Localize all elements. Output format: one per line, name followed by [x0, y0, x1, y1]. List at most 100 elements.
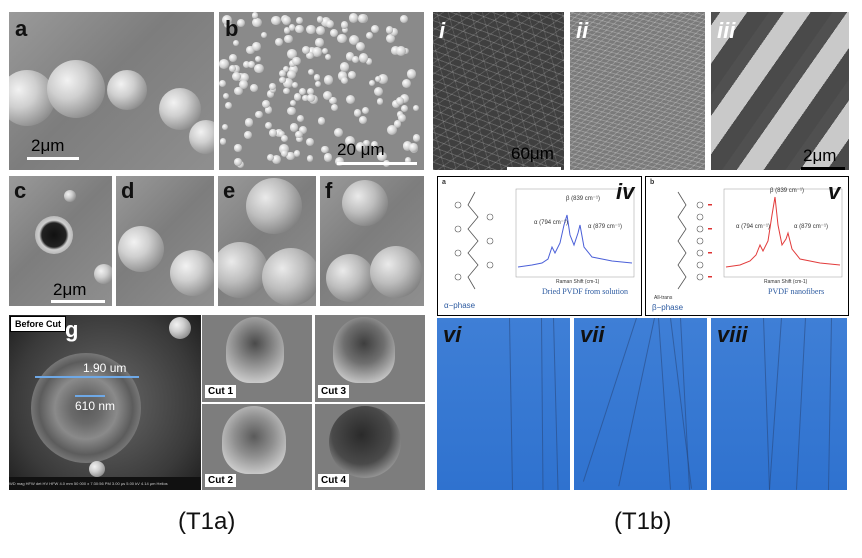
- panel-label: a: [15, 16, 28, 41]
- figure-caption: (T1b): [614, 508, 672, 535]
- microsphere: [233, 157, 242, 166]
- microsphere: [399, 14, 409, 24]
- microsphere: [250, 84, 258, 93]
- microsphere: [315, 38, 324, 47]
- panel-iv: a α−phase α (794 cm⁻¹) β (839 cm⁻¹) α (8…: [437, 176, 642, 316]
- inner-diameter-arrow: [75, 395, 105, 397]
- microsphere: [264, 106, 273, 115]
- microsphere: [353, 109, 362, 117]
- outer-diameter-arrow: [35, 376, 139, 378]
- microsphere: [315, 80, 322, 87]
- microsphere: [307, 69, 314, 76]
- fiber-line: [509, 318, 514, 490]
- microsphere: [251, 12, 259, 19]
- phase-label: α−phase: [444, 301, 476, 310]
- microsphere: [358, 14, 368, 23]
- panel-label: vii: [580, 322, 605, 347]
- microsphere: [391, 100, 400, 108]
- microsphere: [294, 130, 303, 139]
- microsphere: [229, 53, 238, 62]
- microsphere: [94, 264, 112, 284]
- microsphere: [286, 70, 296, 80]
- spectrum-title: PVDF nanofibers: [768, 287, 825, 296]
- fiber-line: [769, 318, 783, 490]
- panel-label: b: [225, 16, 239, 41]
- microsphere: [189, 120, 214, 154]
- sub-label: a: [442, 179, 446, 186]
- microsphere: [283, 65, 290, 72]
- cut-panel-4: Cut 4: [315, 404, 425, 490]
- microsphere: [305, 51, 314, 60]
- microsphere: [404, 157, 412, 164]
- microsphere: [398, 113, 407, 122]
- microsphere: [325, 19, 335, 29]
- microsphere: [260, 32, 268, 39]
- microsphere: [306, 87, 314, 95]
- microsphere: [279, 144, 289, 155]
- microsphere: [352, 56, 360, 64]
- scale-bar: [801, 167, 845, 170]
- microsphere: [283, 27, 291, 34]
- microsphere: [317, 117, 326, 126]
- microsphere: [400, 93, 410, 103]
- fiber-line: [763, 318, 771, 490]
- microsphere: [340, 76, 348, 84]
- microsphere: [283, 87, 290, 95]
- microsphere: [252, 42, 262, 51]
- x-axis-label: Raman Shift (cm-1): [556, 279, 600, 285]
- microsphere: [271, 15, 281, 26]
- peak-label: α (794 cm⁻¹): [736, 224, 770, 230]
- microsphere: [302, 45, 311, 54]
- microsphere: [385, 26, 394, 34]
- sub-label: b: [650, 179, 655, 186]
- microsphere: [386, 124, 397, 135]
- microsphere: [377, 73, 388, 84]
- microsphere: [358, 116, 368, 125]
- microsphere: [368, 79, 375, 86]
- microsphere: [266, 154, 274, 162]
- panel-label: ii: [576, 18, 589, 43]
- scale-bar: [337, 162, 417, 165]
- microsphere: [255, 110, 263, 119]
- microsphere: [280, 134, 289, 143]
- microsphere: [285, 151, 295, 161]
- hollow-sphere: [35, 216, 73, 254]
- microsphere: [341, 26, 348, 33]
- microsphere: [409, 143, 418, 152]
- peak-label: β (839 cm⁻¹): [770, 188, 804, 194]
- microsphere: [287, 106, 296, 115]
- microsphere: [336, 33, 347, 44]
- sem-info-text: WD mag HFW det HV HFW 4.0 mm 50 000 x 7:…: [9, 481, 168, 486]
- panel-b: b 20 μm: [219, 12, 424, 170]
- cut-particle: [226, 317, 284, 383]
- scale-bar: [27, 157, 79, 160]
- microsphere: [243, 130, 252, 139]
- microsphere: [159, 88, 201, 130]
- microsphere: [306, 24, 316, 35]
- microsphere: [268, 129, 277, 138]
- panel-vi: vi: [437, 318, 570, 490]
- microsphere: [287, 49, 297, 59]
- microsphere: [344, 136, 355, 147]
- microsphere: [393, 120, 402, 129]
- inner-diameter-label: 610 nm: [75, 399, 116, 413]
- microsphere: [325, 53, 332, 60]
- porous-sphere: [370, 246, 422, 298]
- microsphere: [355, 142, 366, 152]
- microsphere: [292, 82, 299, 89]
- microsphere: [323, 75, 334, 85]
- microsphere: [298, 88, 306, 96]
- microsphere: [348, 13, 359, 23]
- porous-sphere: [218, 242, 268, 298]
- microsphere: [170, 250, 214, 296]
- microsphere: [229, 64, 237, 72]
- panel-label: i: [439, 18, 446, 43]
- microsphere: [118, 226, 164, 272]
- microsphere: [406, 69, 417, 79]
- microsphere: [395, 46, 406, 57]
- microsphere: [296, 16, 304, 24]
- peak-label: β (839 cm⁻¹): [566, 196, 600, 202]
- microsphere: [288, 24, 296, 31]
- microsphere: [312, 47, 322, 57]
- microsphere: [169, 317, 191, 339]
